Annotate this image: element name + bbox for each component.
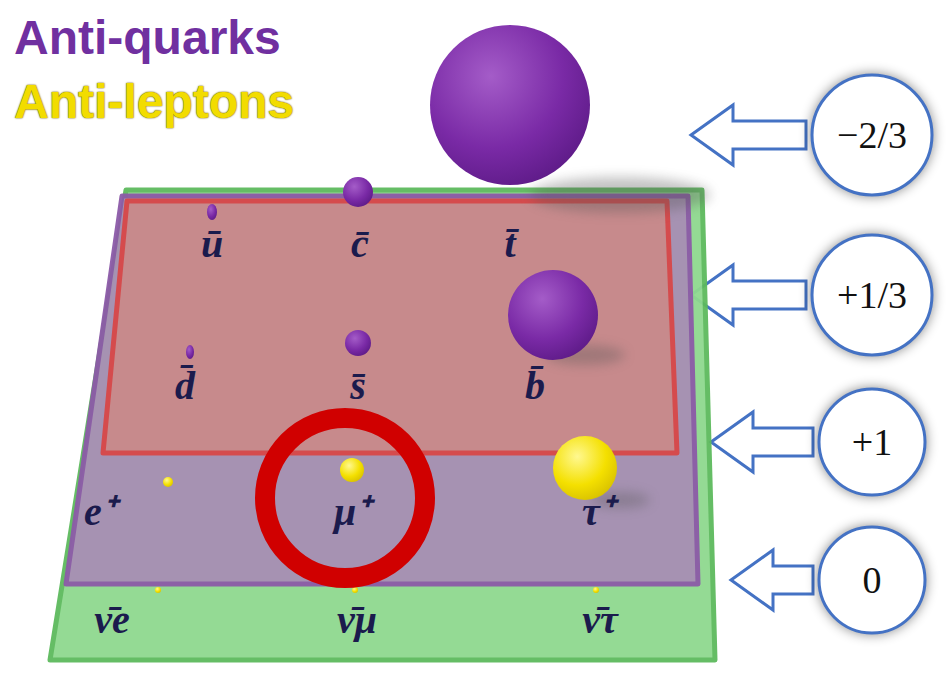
particle-symbol: ν̄τ — [582, 600, 618, 640]
group-heading: Anti-quarks — [14, 12, 281, 65]
particle-symbol: t̄ — [504, 224, 515, 264]
charge-circle: +1 — [817, 387, 927, 497]
particle-symbol: ν̄μ — [337, 600, 377, 640]
highlight-ring — [265, 418, 425, 578]
block-arrow — [731, 550, 813, 610]
particle-symbol: d̄ — [175, 366, 195, 406]
particle-symbol: e⁺ — [84, 492, 116, 532]
charge-value: +1/3 — [837, 276, 907, 314]
charge-layer: e⁺ μ⁺ τ⁺ ū c̄ t̄ d̄ s̄ b̄ — [60, 190, 705, 590]
group-heading: Anti-leptons — [14, 76, 294, 129]
charge-circle: +1/3 — [810, 233, 934, 357]
charge-value: +1 — [852, 423, 892, 461]
particle-symbol: τ⁺ — [582, 492, 614, 532]
particle-symbol: ū — [201, 224, 223, 264]
charge-circle: −2/3 — [810, 73, 934, 197]
particle-symbol: c̄ — [351, 224, 369, 264]
particle-symbol: s̄ — [350, 366, 366, 406]
block-arrow — [691, 105, 806, 165]
charge-value: 0 — [863, 561, 882, 599]
charge-value: −2/3 — [837, 116, 907, 154]
block-arrow — [691, 265, 806, 325]
particle-symbol: b̄ — [525, 366, 545, 406]
charge-circle: 0 — [817, 525, 927, 635]
particle-symbol: μ⁺ — [334, 492, 370, 532]
anti-quark-balls — [186, 25, 598, 360]
block-arrow — [711, 412, 813, 472]
particle-symbol: ν̄e — [94, 600, 130, 640]
